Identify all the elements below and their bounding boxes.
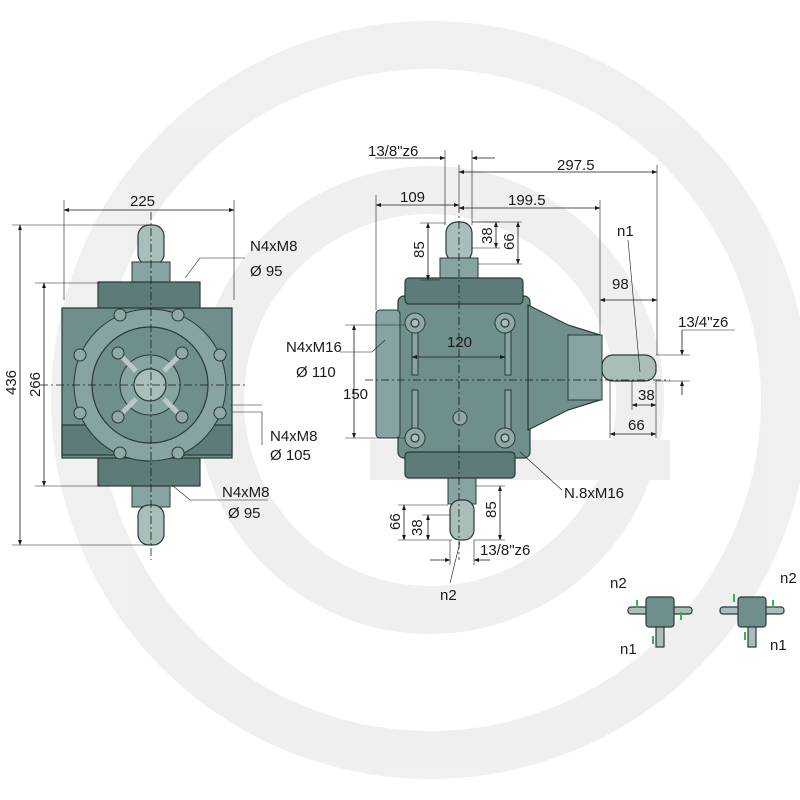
dim-120: 120 xyxy=(447,334,472,351)
dim-66-right: 66 xyxy=(628,417,645,434)
side-bottom-shaft xyxy=(449,499,475,541)
slot xyxy=(411,389,419,431)
dim-top-shaft-spline: 13/8"z6 xyxy=(368,143,418,160)
bottom-flange xyxy=(97,457,201,487)
dim-66-top: 66 xyxy=(501,233,518,250)
label-n2: n2 xyxy=(440,587,457,604)
slot xyxy=(504,389,512,431)
scheme2-n1: n1 xyxy=(770,637,787,654)
callout-bottom-diameter: Ø 95 xyxy=(228,505,261,522)
hub-bore xyxy=(133,368,167,402)
side-bolts xyxy=(404,312,516,449)
top-flange xyxy=(97,281,201,311)
dim-width: 225 xyxy=(130,193,155,210)
dim-66-bottom: 66 xyxy=(387,513,404,530)
side-right-flange xyxy=(567,334,603,401)
dim-150: 150 xyxy=(343,386,368,403)
dimension-labels: 225 N4xM8 Ø 95 N4xM8 Ø 105 N4xM8 Ø 95 43… xyxy=(3,143,797,658)
dim-98: 98 xyxy=(612,276,629,293)
callout-side-flange: N4xM8 xyxy=(270,428,318,445)
callout-input-diameter: Ø 110 xyxy=(296,364,336,381)
front-bolts xyxy=(73,308,227,460)
slot xyxy=(411,329,419,376)
dim-total-height: 436 xyxy=(3,370,20,395)
dim-overall-length: 297.5 xyxy=(557,157,595,174)
dim-38-top: 38 xyxy=(479,227,496,244)
callout-bottom-flange: N4xM8 xyxy=(222,484,270,501)
rotation-scheme-2 xyxy=(719,594,785,648)
dim-flange-height: 266 xyxy=(27,372,44,397)
side-left-flange xyxy=(375,309,401,439)
dim-bottom-spline: 13/8"z6 xyxy=(480,542,530,559)
callout-side-diameter: Ø 105 xyxy=(270,447,311,464)
callout-top-flange: N4xM8 xyxy=(250,238,298,255)
scheme1-n1: n1 xyxy=(620,641,637,658)
slot xyxy=(504,329,512,376)
callout-holes: N.8xM16 xyxy=(564,485,624,502)
side-right-shaft xyxy=(601,354,657,382)
dim-85-top: 85 xyxy=(411,241,428,258)
dim-right-offset: 199.5 xyxy=(508,192,546,209)
side-view xyxy=(340,150,735,584)
dim-left-offset: 109 xyxy=(400,189,425,206)
dim-right-spline: 13/4"z6 xyxy=(678,314,728,331)
callout-top-diameter: Ø 95 xyxy=(250,263,283,280)
label-n1: n1 xyxy=(617,223,634,240)
side-bottom-cap xyxy=(404,451,516,479)
dim-38-right: 38 xyxy=(638,387,655,404)
rotation-scheme-1 xyxy=(627,596,693,648)
scheme1-n2: n2 xyxy=(610,575,627,592)
scheme2-n2: n2 xyxy=(780,570,797,587)
callout-input-flange: N4xM16 xyxy=(286,339,342,356)
dim-38-bottom: 38 xyxy=(409,519,426,536)
dim-85-bottom: 85 xyxy=(483,501,500,518)
front-view xyxy=(12,200,268,560)
side-top-cap xyxy=(404,277,524,305)
